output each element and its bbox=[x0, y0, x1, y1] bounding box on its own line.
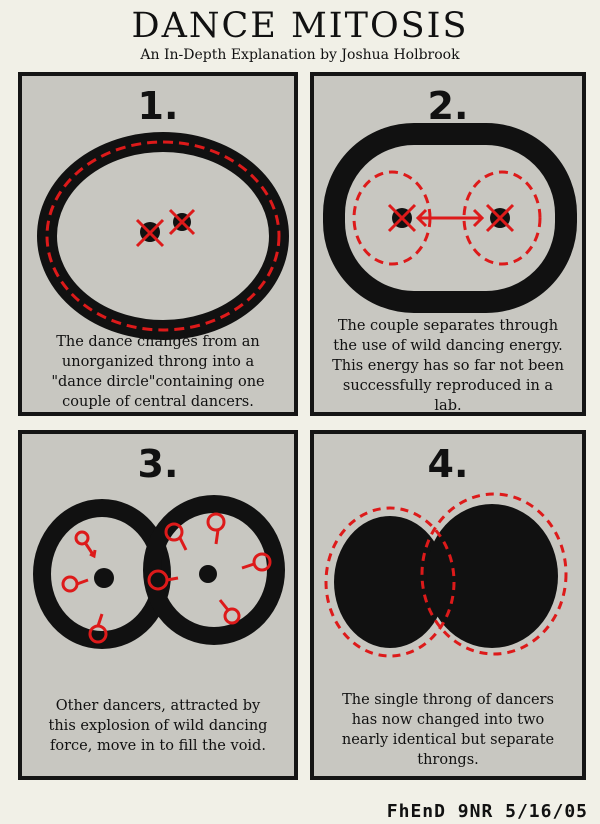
panel-number: 1. bbox=[137, 84, 179, 128]
panel-caption: The couple separates through the use of … bbox=[332, 318, 564, 414]
throng-right bbox=[426, 504, 558, 648]
dance-circle-illustration bbox=[37, 132, 289, 340]
throng-left bbox=[334, 516, 446, 648]
panel-2: 2. The couple separates through the use … bbox=[310, 72, 586, 416]
panel-number: 3. bbox=[137, 442, 179, 486]
page-title: DANCE MITOSIS bbox=[131, 6, 469, 46]
panel-4: 4. The single throng of dancers has now … bbox=[310, 430, 586, 780]
void-filling-illustration bbox=[33, 495, 285, 649]
separation-illustration bbox=[323, 123, 577, 313]
dancer-dot bbox=[94, 568, 114, 588]
two-throngs-illustration bbox=[324, 492, 568, 658]
panel-number: 2. bbox=[427, 84, 469, 128]
panel-caption: The dance changes from an unorganized th… bbox=[51, 334, 265, 410]
dancer-dot bbox=[199, 565, 217, 583]
artist-signature: FhEnD 9NR 5/16/05 bbox=[386, 801, 588, 822]
panel-caption: Other dancers, attracted by this explosi… bbox=[48, 698, 268, 754]
panel-number: 4. bbox=[427, 442, 469, 486]
page-subtitle: An In-Depth Explanation by Joshua Holbro… bbox=[140, 47, 460, 63]
panel-1: 1. The dance changes from an unorganized… bbox=[18, 72, 298, 416]
panel-caption: The single throng of dancers has now cha… bbox=[341, 692, 555, 768]
panel-3: 3. Other dancers, attracted by this expl… bbox=[18, 430, 298, 780]
